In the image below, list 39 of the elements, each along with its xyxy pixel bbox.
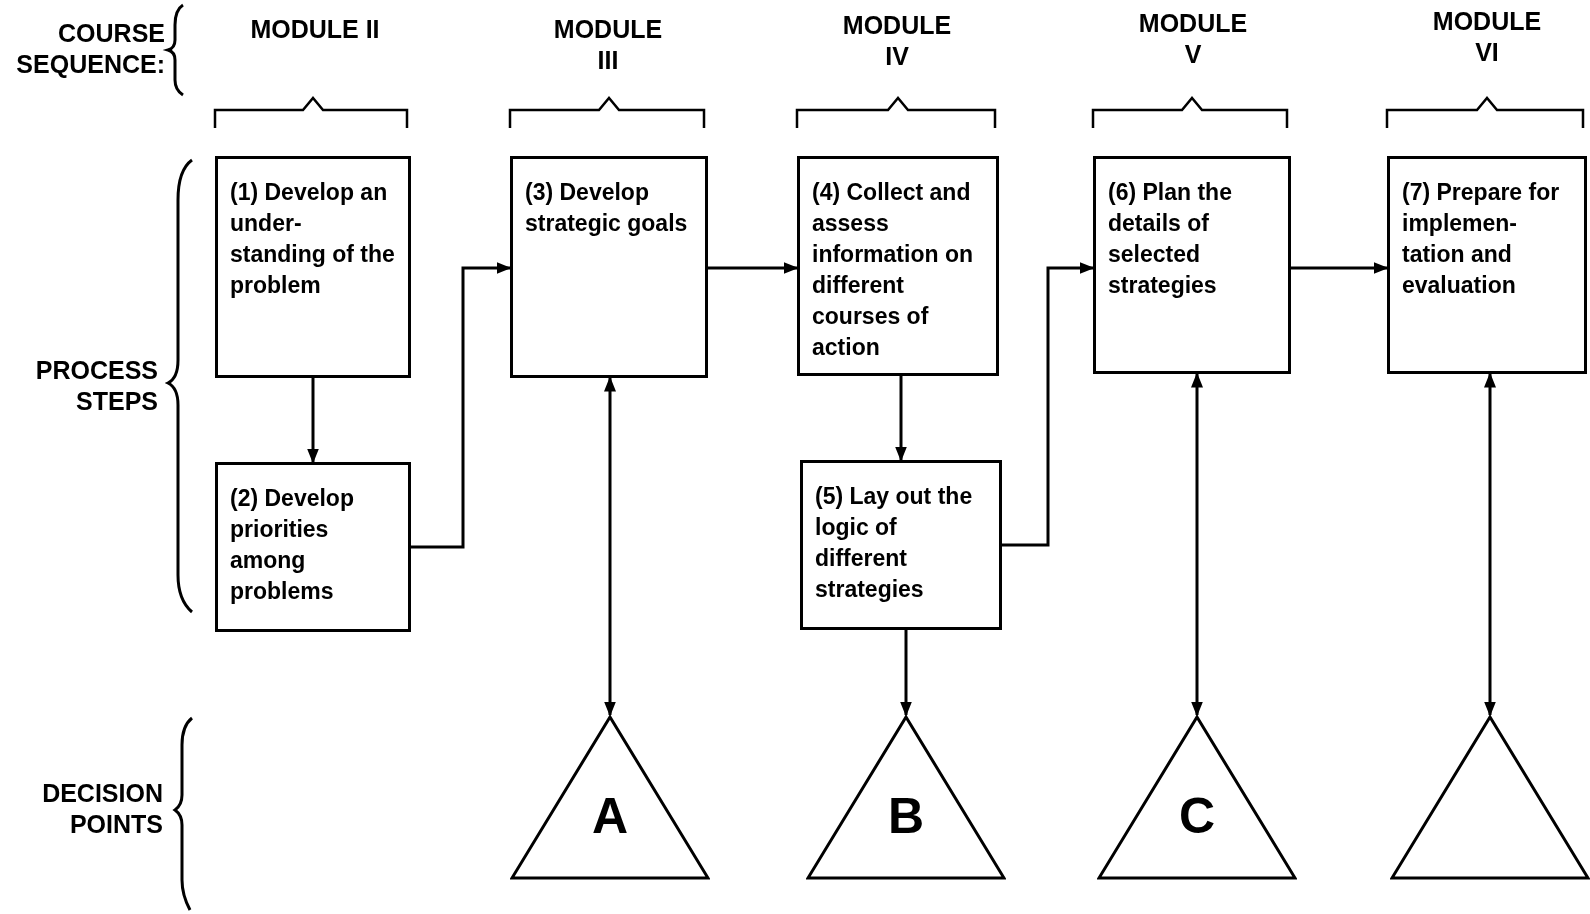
process-box — [1387, 156, 1587, 374]
decision-triangle — [806, 715, 1006, 880]
arrow — [307, 378, 319, 464]
decision-letter: C — [1177, 790, 1217, 842]
arrow — [1191, 372, 1203, 717]
process-box — [1093, 156, 1291, 374]
step-text: (2) Develop priorities among problems — [230, 484, 355, 606]
process-box — [797, 156, 999, 376]
process-box — [215, 156, 411, 378]
label-text: MODULE III — [552, 14, 664, 76]
decision-triangle — [1390, 715, 1590, 880]
step-text: (6) Plan the details of selected strategies — [1108, 178, 1233, 300]
step-text: (4) Collect and assess information on different courses of action — [812, 178, 974, 362]
arrow — [895, 376, 907, 462]
arrow — [708, 262, 799, 274]
label-text: MODULE II — [250, 14, 380, 45]
process-box — [510, 156, 708, 378]
arrow — [1291, 262, 1389, 274]
label-text: PROCESS STEPS — [34, 355, 158, 417]
label-text: MODULE VI — [1431, 6, 1543, 68]
process-box — [800, 460, 1002, 630]
arrow — [1002, 262, 1095, 547]
decision-letter: B — [886, 790, 926, 842]
step-text: (5) Lay out the logic of different strategies — [815, 482, 974, 604]
label-text: COURSE SEQUENCE: — [15, 18, 165, 80]
step-text: (7) Prepare for implemen-tation and evaluation — [1402, 178, 1561, 300]
decision-triangle — [510, 715, 710, 880]
arrow — [1484, 372, 1496, 717]
label-text: MODULE IV — [841, 10, 953, 72]
label-text: DECISION POINTS — [41, 778, 163, 840]
step-text: (3) Develop strategic goals — [525, 178, 689, 238]
arrow — [411, 262, 512, 549]
process-box — [215, 462, 411, 632]
label-text: MODULE V — [1137, 8, 1249, 70]
arrow — [900, 630, 912, 717]
step-text: (1) Develop an under-standing of the problem — [230, 178, 396, 300]
arrow — [604, 376, 616, 717]
decision-letter: A — [590, 790, 630, 842]
decision-triangle — [1097, 715, 1297, 880]
